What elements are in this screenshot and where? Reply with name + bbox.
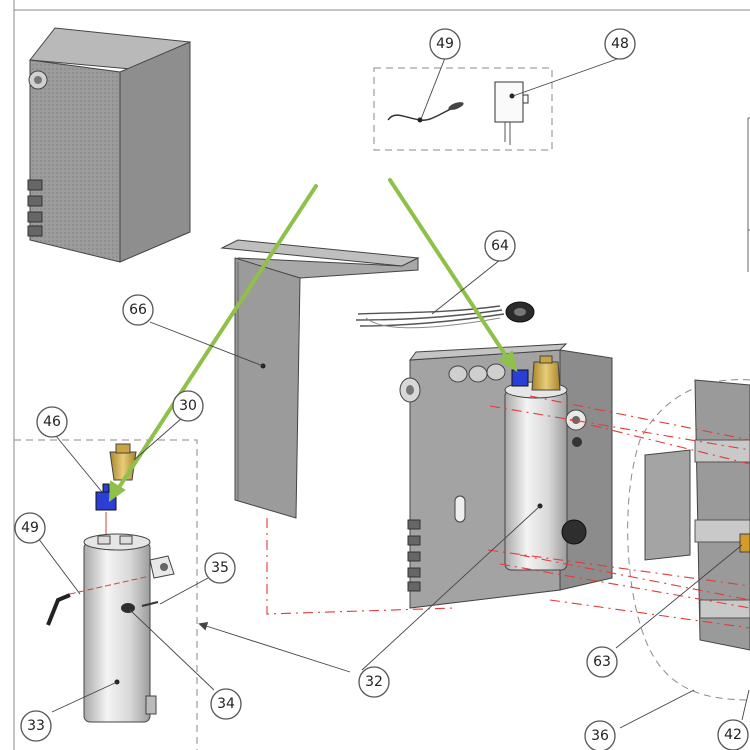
- svg-text:49: 49: [436, 36, 454, 52]
- boundary-36: [627, 379, 750, 701]
- callout-36: 36: [584, 720, 616, 750]
- svg-text:46: 46: [43, 414, 61, 430]
- callout-30: 30: [172, 390, 204, 422]
- svg-text:66: 66: [129, 302, 147, 318]
- callout-32: 32: [358, 666, 390, 698]
- svg-text:63: 63: [593, 654, 611, 670]
- svg-text:48: 48: [611, 36, 629, 52]
- svg-text:35: 35: [211, 560, 229, 576]
- green-arrow-right: [388, 178, 512, 364]
- callout-49-left: 49: [14, 512, 46, 544]
- rail-assembly: [644, 379, 750, 651]
- callout-48: 48: [604, 28, 636, 60]
- wire-bundle-64: [355, 301, 535, 329]
- svg-text:42: 42: [724, 727, 742, 743]
- svg-text:36: 36: [591, 728, 609, 744]
- cabinet-open: [399, 343, 613, 609]
- callout-46: 46: [36, 406, 68, 438]
- module-48: [494, 81, 524, 123]
- red-leader-panel: [266, 518, 456, 615]
- svg-text:49: 49: [21, 520, 39, 536]
- green-arrow-left: [114, 184, 318, 494]
- svg-text:34: 34: [217, 696, 235, 712]
- detail-frame-left: [14, 439, 198, 750]
- svg-text:64: 64: [491, 238, 509, 254]
- panel-66: [220, 239, 420, 519]
- callout-66: 66: [122, 294, 154, 326]
- svg-text:30: 30: [179, 398, 197, 414]
- accessory-box-top: [373, 67, 553, 151]
- callout-63: 63: [586, 646, 618, 678]
- callout-64: 64: [484, 230, 516, 262]
- cabinet-assembled: [27, 27, 191, 263]
- callout-42: 42: [717, 719, 749, 750]
- callout-49-top: 49: [429, 28, 461, 60]
- svg-text:32: 32: [365, 674, 383, 690]
- callout-33: 33: [20, 710, 52, 742]
- callout-35: 35: [204, 552, 236, 584]
- svg-text:33: 33: [27, 718, 45, 734]
- callout-34: 34: [210, 688, 242, 720]
